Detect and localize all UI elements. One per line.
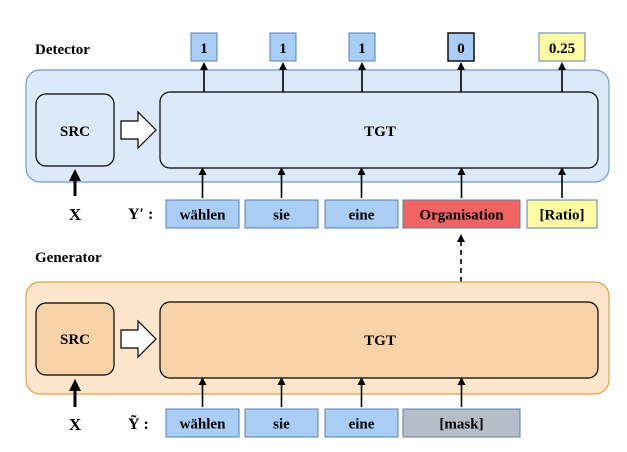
- detector-x-label: X: [69, 205, 82, 224]
- generator-src-to-tgt-arrow: [120, 319, 157, 359]
- generator-input-token-label: eine: [349, 417, 375, 433]
- detector-input-token-box: [324, 199, 399, 229]
- detector-src-label: SRC: [60, 124, 90, 140]
- detector-output-label: 1: [358, 41, 366, 57]
- detector-output-box: [269, 32, 297, 62]
- detector-input-token-label: Organisation: [419, 208, 504, 224]
- detector-input-token-box: [244, 199, 319, 229]
- detector-output-label: 1: [279, 41, 287, 57]
- generator-input-token-box: [402, 408, 521, 438]
- detector-y-label: Y′ :: [128, 206, 153, 223]
- detector-output-box: [447, 32, 475, 62]
- detector-src-to-tgt-arrow: [120, 110, 157, 150]
- detector-output-label: 0: [457, 41, 465, 57]
- detector-output-box: [190, 32, 218, 62]
- detector-input-token-label: eine: [349, 208, 375, 224]
- generator-input-token-label: wählen: [180, 417, 227, 433]
- generator-input-token-box: [165, 408, 240, 438]
- detector-input-token-box: [526, 199, 598, 229]
- generator-y-label: Ỹ :: [128, 413, 149, 433]
- detector-output-box: [348, 32, 376, 62]
- detector-tgt-label: TGT: [364, 124, 396, 140]
- generator-src-box: [35, 302, 115, 376]
- detector-input-token-box: [165, 199, 240, 229]
- generator-tgt-label: TGT: [364, 333, 396, 349]
- generator-x-label: X: [69, 415, 82, 434]
- generator-input-token-label: sie: [273, 417, 290, 433]
- generator-tgt-box: [159, 301, 599, 379]
- detector-output-label: 1: [200, 41, 208, 57]
- detector-outputs: 1 1 1 0 0.25: [190, 32, 586, 92]
- detector-input-token-label: wählen: [180, 208, 227, 224]
- detector-title: Detector: [35, 42, 90, 58]
- generator-title: Generator: [35, 250, 102, 266]
- detector-output-box: [538, 32, 586, 62]
- generator-input-token-label: [mask]: [439, 417, 483, 433]
- generator-inputs: wählen sie eine [mask]: [165, 377, 521, 438]
- generator-src-label: SRC: [60, 332, 90, 348]
- detector-inputs: wählen sie eine Organisation [Ratio]: [165, 167, 598, 229]
- detector-input-token-label: [Ratio]: [540, 208, 585, 224]
- detector-input-token-box: [402, 199, 521, 229]
- generator-input-token-box: [324, 408, 399, 438]
- generator-input-token-box: [244, 408, 319, 438]
- detector-output-label: 0.25: [549, 41, 575, 57]
- detector-input-token-label: sie: [273, 208, 290, 224]
- detector-src-box: [35, 93, 115, 167]
- detector-tgt-box: [159, 91, 599, 169]
